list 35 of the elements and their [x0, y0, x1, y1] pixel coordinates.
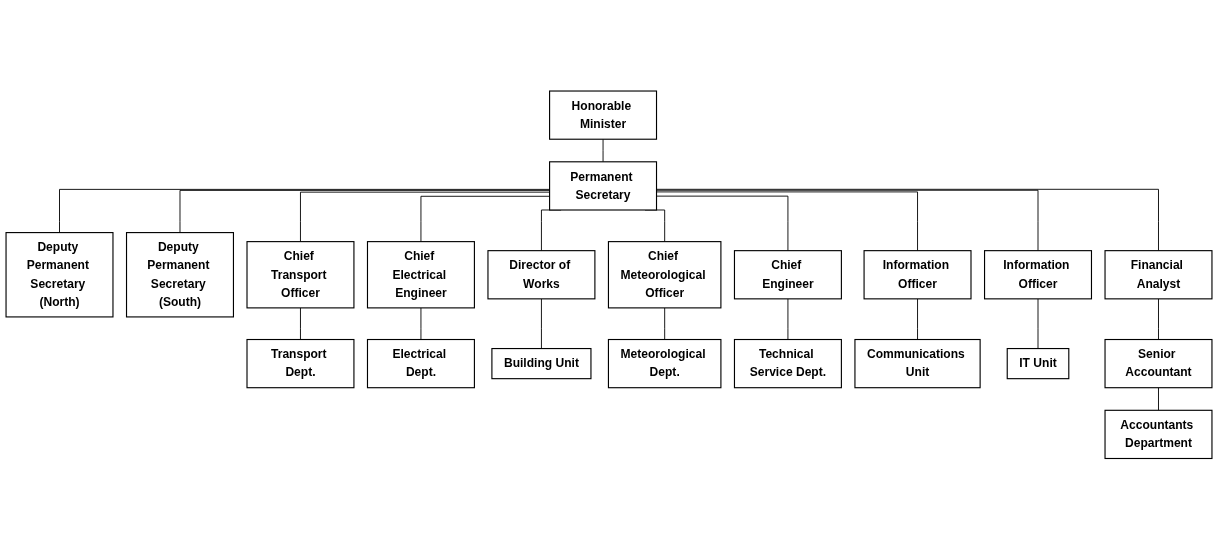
node-box: Deputy Permanent Secretary (South) — [125, 232, 234, 318]
node-box: Chief Meteorological Officer — [607, 241, 722, 309]
connector — [917, 298, 918, 341]
node-box: Electrical Dept. — [366, 339, 475, 389]
node-box: Communications Unit — [854, 339, 981, 389]
node-box: Chief Transport Officer — [246, 241, 355, 309]
connector — [300, 307, 301, 341]
node-box: Information Officer — [863, 250, 972, 300]
node-box: Accountants Department — [1104, 409, 1213, 460]
connector — [1158, 387, 1159, 411]
node-box: Transport Dept. — [246, 339, 355, 389]
connector — [787, 298, 789, 341]
connector — [664, 307, 666, 341]
connector — [1158, 298, 1159, 341]
connector — [602, 139, 604, 163]
connector — [540, 298, 542, 350]
node-box: Technical Service Dept. — [733, 339, 842, 389]
node-box: IT Unit — [1006, 348, 1070, 380]
connector — [656, 190, 1039, 252]
node-box: Chief Electrical Engineer — [366, 241, 475, 309]
node-box: Permanent Secretary — [549, 161, 658, 211]
node-box: Honorable Minister — [549, 90, 658, 140]
connector — [656, 189, 1159, 252]
node-box: Chief Engineer — [733, 250, 842, 300]
node-box: Deputy Permanent Secretary (North) — [5, 232, 114, 318]
node-box: Information Officer — [984, 250, 1093, 300]
connector — [656, 195, 789, 252]
node-box: Meteorological Dept. — [607, 339, 722, 389]
node-box: Financial Analyst — [1104, 250, 1213, 300]
connector — [1037, 298, 1039, 350]
node-box: Director of Works — [487, 250, 596, 300]
connector — [420, 307, 422, 341]
node-box: Senior Accountant — [1104, 339, 1213, 389]
node-box: Building Unit — [491, 348, 592, 380]
connector — [656, 191, 918, 252]
